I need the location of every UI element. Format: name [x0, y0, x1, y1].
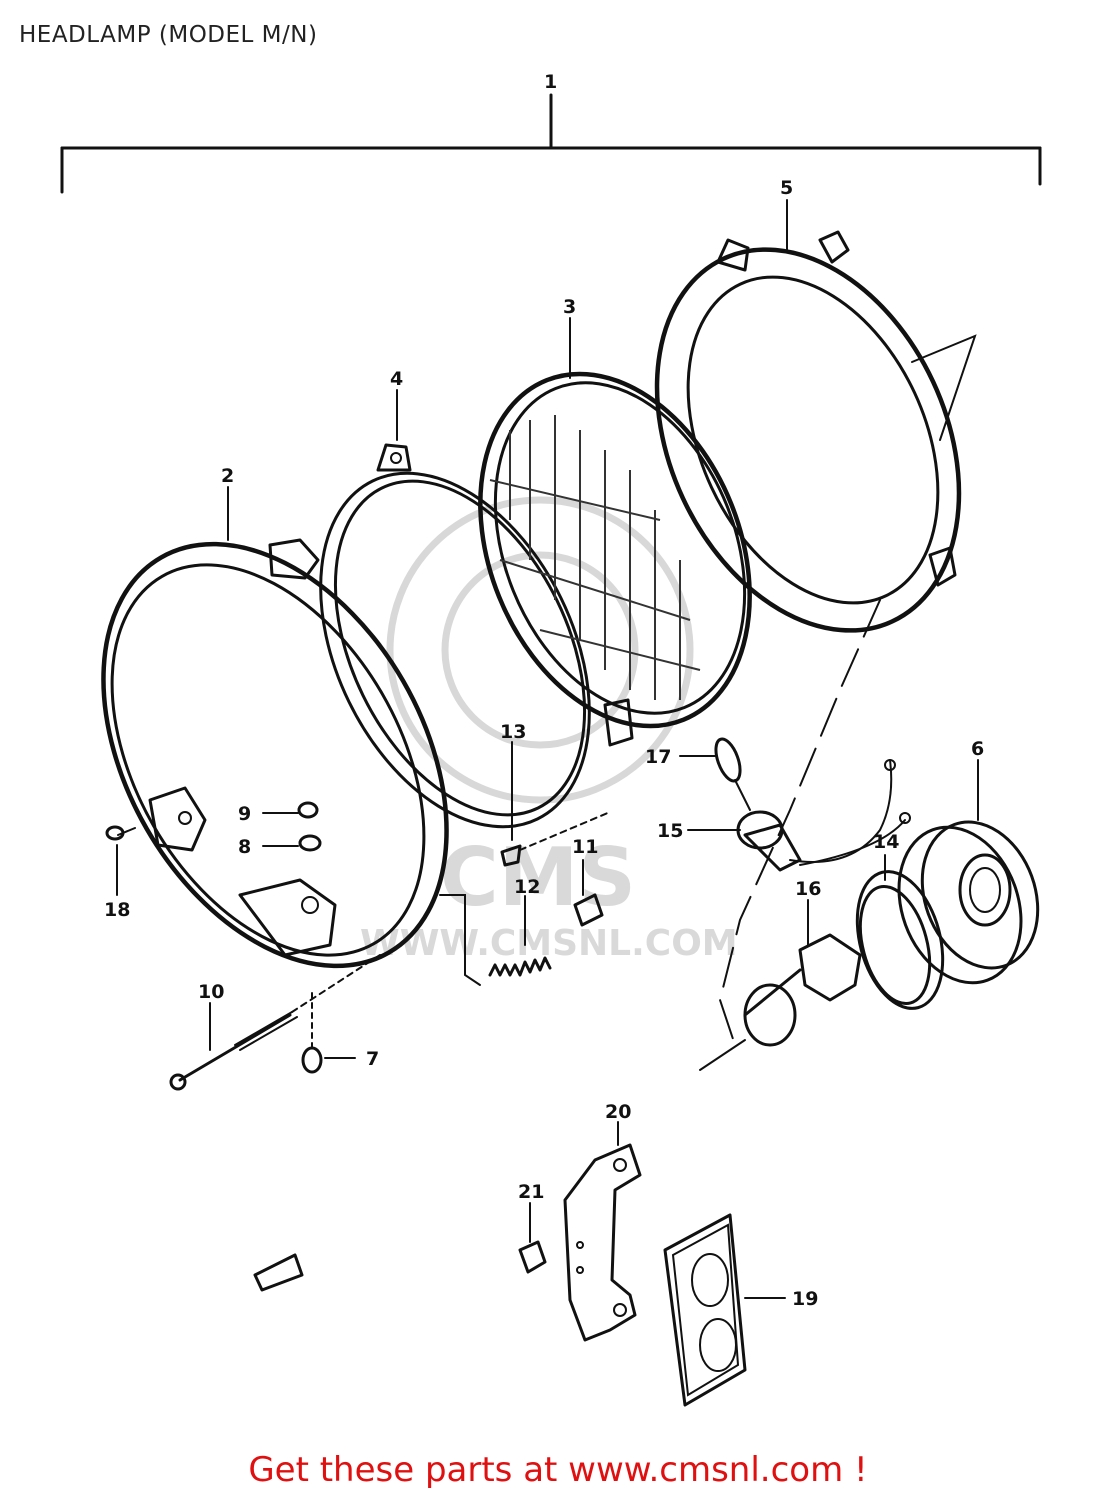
label-part-15: 15	[657, 820, 683, 842]
front-arrow-icon	[253, 1253, 304, 1292]
part-screw-7[interactable]	[301, 989, 323, 1074]
part-reflector[interactable]	[663, 1213, 747, 1407]
guide-line-spring	[439, 894, 481, 986]
label-part-11: 11	[572, 836, 598, 858]
label-part-21: 21	[518, 1181, 544, 1203]
part-nut-9[interactable]	[297, 801, 319, 819]
footer-promo-text[interactable]: Get these parts at www.cmsnl.com !	[248, 1450, 868, 1490]
part-screw-13[interactable]	[500, 811, 611, 867]
part-washer-8[interactable]	[298, 834, 322, 852]
label-part-17: 17	[645, 746, 671, 768]
label-part-12: 12	[514, 876, 540, 898]
page-title: HEADLAMP (MODEL M/N)	[19, 22, 318, 48]
label-part-18: 18	[104, 899, 130, 921]
label-part-13: 13	[500, 721, 526, 743]
label-part-9: 9	[238, 803, 251, 825]
label-part-4: 4	[390, 368, 403, 390]
part-labels: 1 2 3 4 5 6 7 8 9 10 11 12 13 14 15 16 1…	[104, 71, 984, 1310]
leader-lines	[116, 199, 979, 1299]
part-mounting-ring[interactable]	[267, 429, 644, 870]
part-socket-housing[interactable]	[878, 806, 1057, 1000]
label-part-6: 6	[971, 738, 984, 760]
label-part-3: 3	[563, 296, 576, 318]
label-part-10: 10	[198, 981, 224, 1003]
label-part-19: 19	[792, 1288, 818, 1310]
part-bracket[interactable]	[563, 1143, 642, 1342]
part-socket-wiring[interactable]	[736, 759, 911, 872]
part-bulb[interactable]	[743, 933, 862, 1047]
label-part-1: 1	[544, 71, 557, 93]
part-small-bulb[interactable]	[711, 736, 751, 811]
label-part-14: 14	[873, 831, 899, 853]
guide-line-main	[699, 599, 881, 1071]
watermark-site: WWW.CMSNL.COM	[360, 923, 738, 964]
part-spring[interactable]	[488, 956, 552, 977]
part-nut-11[interactable]	[573, 893, 604, 927]
watermark: CMS WWW.CMSNL.COM	[360, 496, 738, 964]
part-adjusting-screw[interactable]	[169, 954, 381, 1091]
label-part-16: 16	[795, 878, 821, 900]
part-sealed-beam-lens[interactable]	[431, 333, 800, 766]
label-part-20: 20	[605, 1101, 631, 1123]
label-part-5: 5	[780, 177, 793, 199]
part-nut-21[interactable]	[518, 1240, 547, 1274]
label-part-2: 2	[221, 465, 234, 487]
part-screw-18[interactable]	[105, 825, 136, 841]
label-part-8: 8	[238, 836, 251, 858]
part-headlamp-rim[interactable]	[33, 484, 517, 1027]
part-housing-ring[interactable]	[598, 200, 1017, 679]
label-part-7: 7	[366, 1048, 379, 1070]
watermark-brand: CMS	[440, 831, 636, 924]
part-retaining-clip[interactable]	[843, 862, 957, 1018]
assembly-bracket	[60, 93, 1042, 194]
